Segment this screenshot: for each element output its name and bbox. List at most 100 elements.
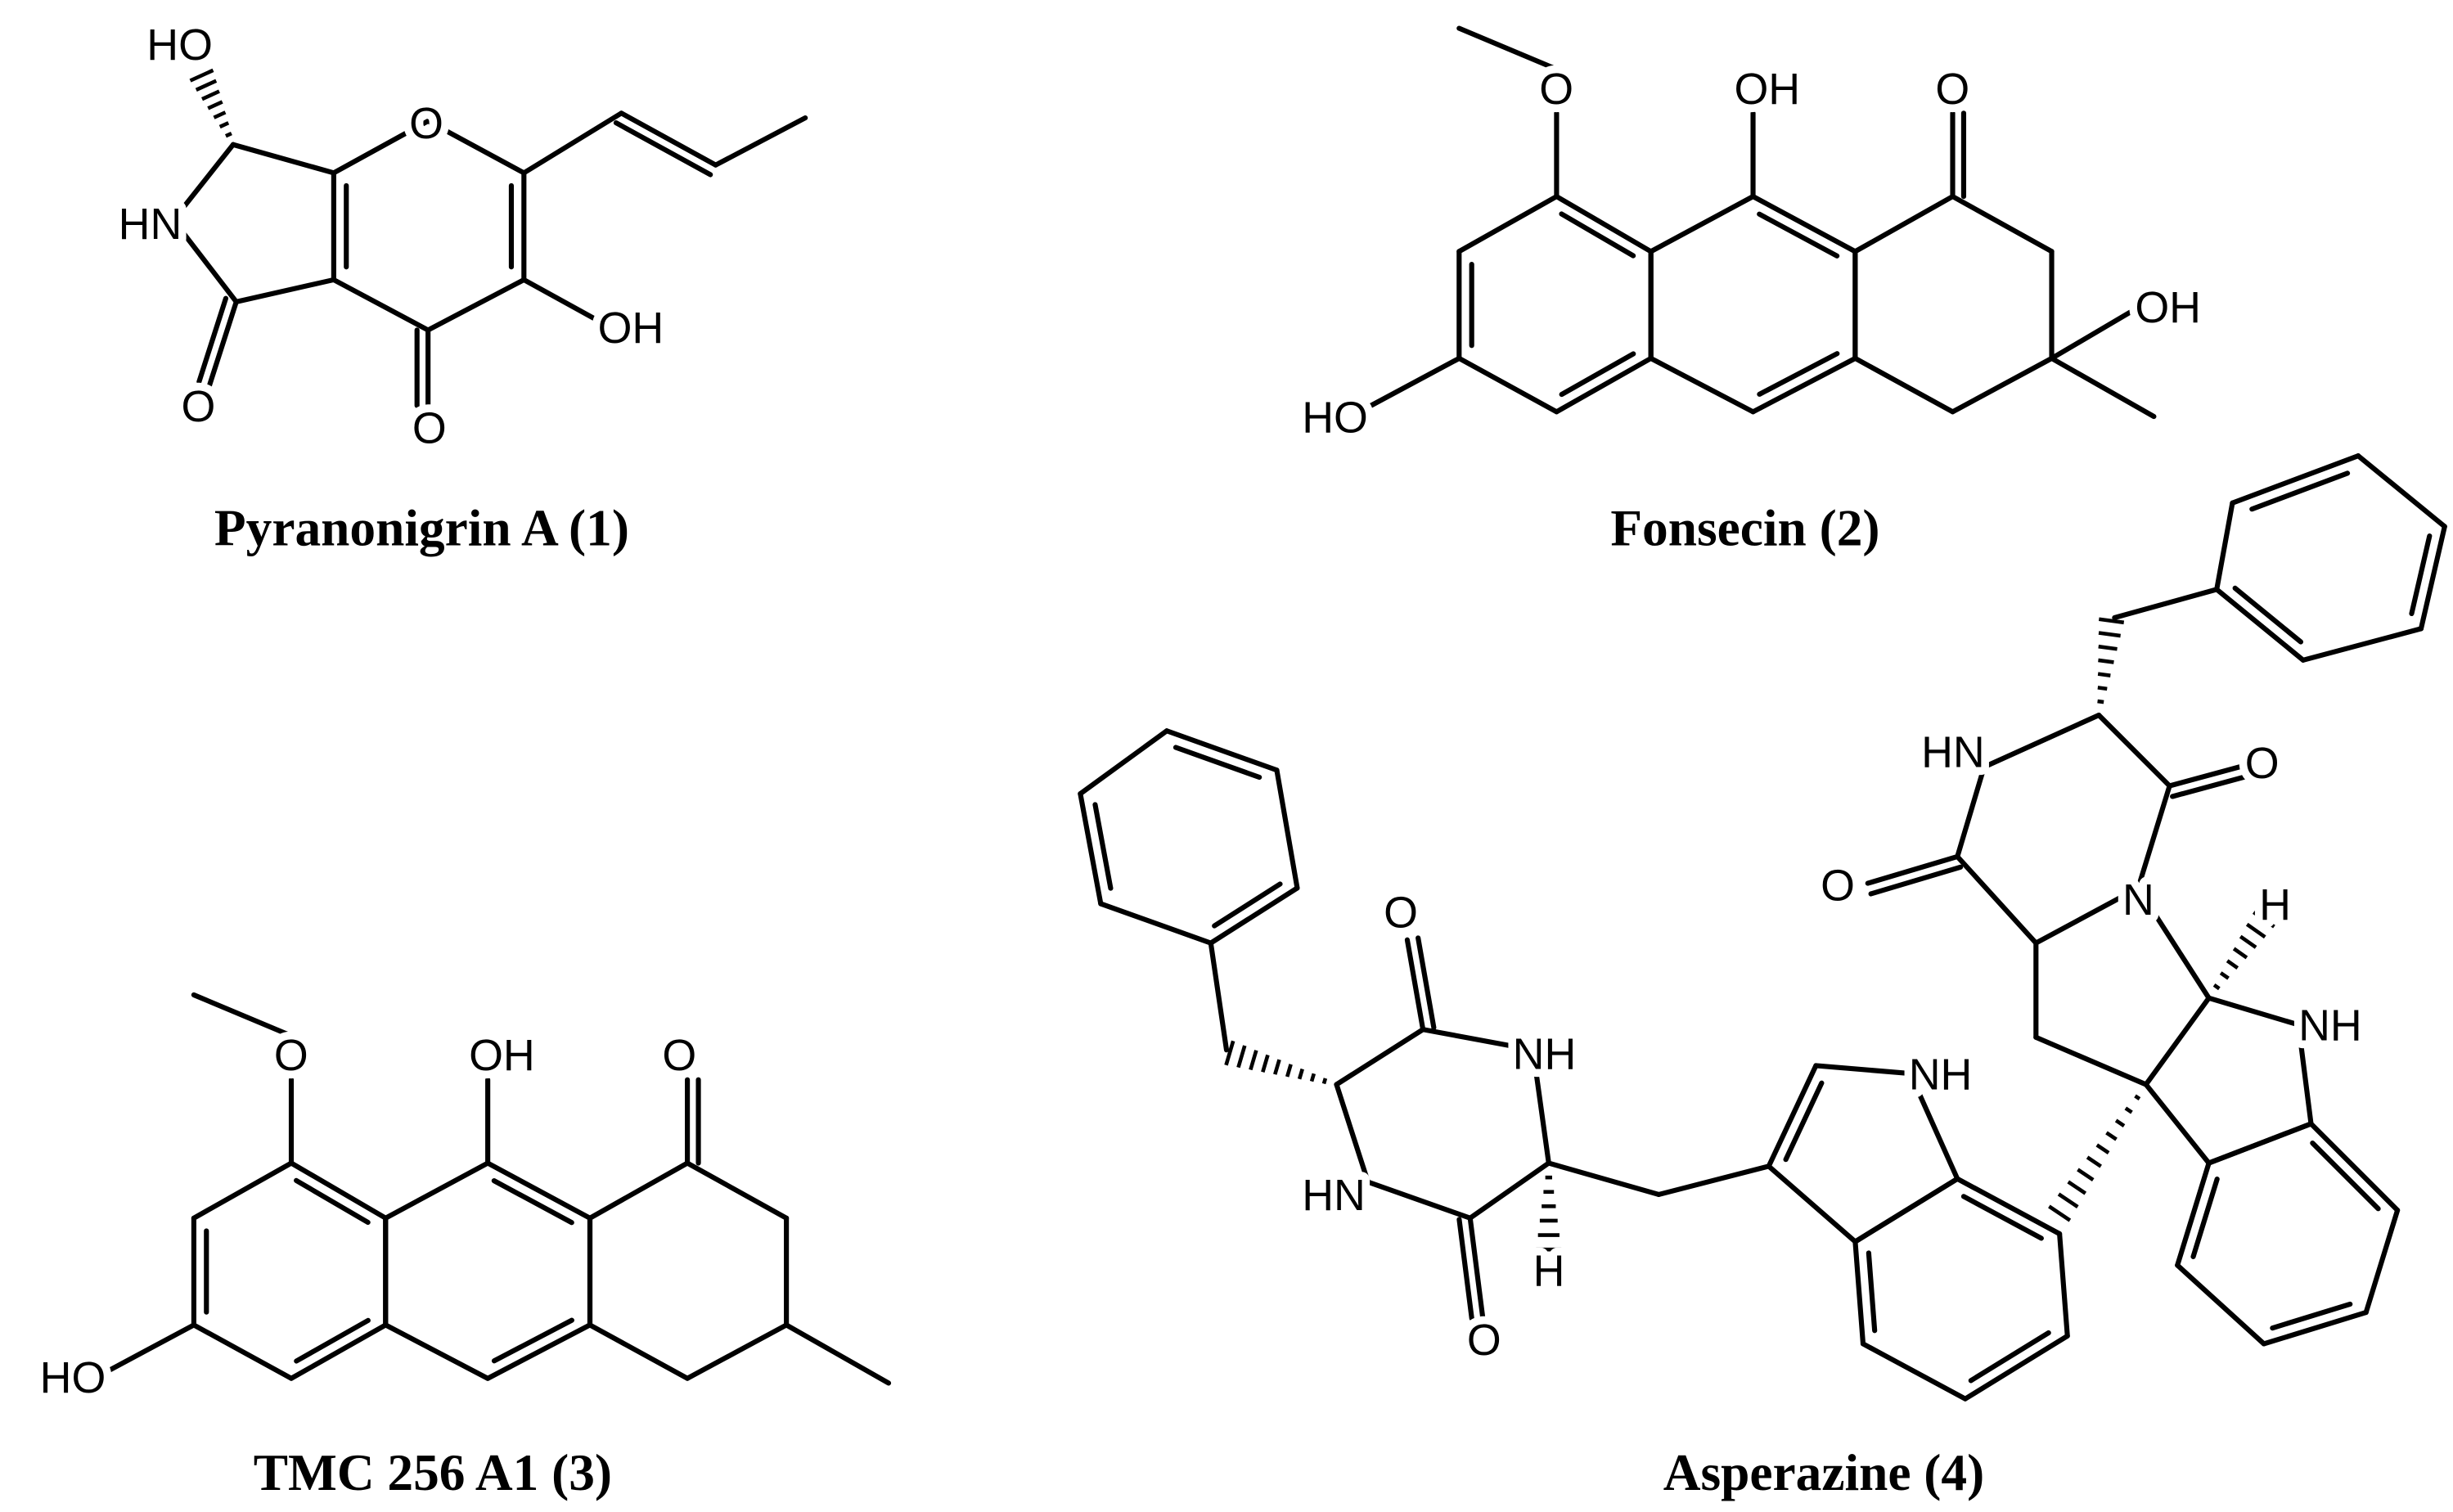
bond: [2249, 470, 2351, 512]
bond: [2033, 1034, 2149, 1087]
atom-label: H: [1533, 1246, 1565, 1295]
bond: [1968, 1330, 2051, 1384]
atom-label: H: [2259, 880, 2291, 929]
bond: [1208, 940, 1230, 1053]
hashed-bond-segment: [189, 68, 214, 83]
hashed-bond-segment: [2114, 1118, 2126, 1127]
bond: [383, 1322, 491, 1381]
bond: [1950, 194, 2055, 254]
hashed-bond-segment: [2134, 1094, 2141, 1100]
bond: [1860, 1341, 1968, 1402]
bond: [331, 118, 431, 176]
bond: [1208, 885, 1300, 946]
bond: [170, 142, 236, 223]
hashed-bond-segment: [207, 100, 223, 110]
bond: [2214, 587, 2306, 663]
bond: [1163, 728, 1280, 773]
bond: [2175, 1160, 2212, 1268]
bond: [491, 1178, 574, 1226]
bond: [2049, 355, 2157, 420]
bond: [1852, 1176, 1960, 1244]
hashed-bond-segment: [1309, 1073, 1317, 1082]
bond: [1456, 355, 1560, 415]
bond: [2175, 1262, 2266, 1347]
bond: [1546, 1160, 1662, 1198]
hashed-bond-segment: [2212, 983, 2221, 991]
hashed-bond-segment: [2239, 934, 2257, 949]
bond: [2190, 1176, 2220, 1260]
hashed-bond-segment: [224, 131, 232, 138]
hashed-bond-segment: [2219, 971, 2230, 980]
bond: [425, 118, 527, 176]
bond: [2049, 308, 2135, 362]
hashed-bond-segment: [1249, 1050, 1258, 1071]
bond: [2112, 587, 2220, 621]
hashed-bond-segment: [2097, 699, 2104, 704]
bond: [1456, 194, 1560, 254]
bond: [2261, 1309, 2369, 1347]
hashed-bond-segment: [2098, 631, 2121, 638]
bond: [1365, 1179, 1473, 1221]
atom-label: NH: [2298, 1001, 2362, 1051]
hashed-bond-segment: [201, 89, 220, 101]
bond: [613, 120, 713, 178]
bond: [1456, 1217, 1474, 1321]
bond: [425, 277, 527, 333]
bond: [1656, 1163, 1771, 1198]
bond: [1750, 194, 1858, 254]
bond: [1334, 1027, 1426, 1087]
bond: [1274, 767, 1300, 891]
atom-label: HN: [1921, 727, 1985, 776]
hashed-bond-segment: [1273, 1059, 1281, 1075]
bond: [1766, 1163, 1858, 1244]
hashed-bond-segment: [2057, 1192, 2079, 1208]
hashed-bond-segment: [2098, 617, 2125, 625]
bond: [587, 1160, 691, 1221]
bond: [294, 1317, 371, 1364]
bond: [2167, 763, 2248, 789]
hashed-bond-segment: [2098, 658, 2114, 664]
bond: [2170, 773, 2251, 799]
hashed-bond-segment: [195, 79, 218, 92]
bond: [294, 1177, 371, 1226]
atom-label: O: [409, 99, 443, 148]
bond: [170, 217, 239, 304]
bond: [191, 1322, 295, 1381]
atom-label: O: [182, 382, 216, 431]
bond: [230, 142, 336, 176]
bond: [521, 277, 604, 325]
bond: [2096, 712, 2172, 789]
bond: [2033, 885, 2141, 946]
hashed-bond-segment: [1321, 1078, 1328, 1085]
atom-label: O: [2245, 739, 2280, 788]
atom-label: OH: [2135, 283, 2201, 332]
atom-label: O: [1539, 65, 1573, 114]
bond: [2363, 1208, 2401, 1316]
bond: [1078, 791, 1104, 907]
bond: [1907, 1070, 1960, 1181]
bond: [1757, 351, 1840, 397]
bond: [2230, 453, 2361, 506]
atom-label: O: [1384, 888, 1418, 937]
hashed-bond-segment: [2097, 672, 2111, 677]
bond: [1467, 1160, 1551, 1221]
bond: [2136, 783, 2172, 891]
bond: [191, 1160, 295, 1221]
bond: [1098, 901, 1213, 946]
hashed-bond-segment: [1285, 1064, 1293, 1078]
bond: [2270, 1301, 2353, 1331]
hashed-bond-segment: [2098, 644, 2118, 651]
bond: [1962, 1333, 2070, 1402]
hashed-bond-segment: [2252, 911, 2275, 929]
bond: [485, 1160, 593, 1221]
atom-label: OH: [1734, 65, 1800, 114]
atom-label: HN: [119, 200, 182, 249]
hashed-bond-segment: [2124, 1106, 2133, 1114]
bond: [2143, 995, 2212, 1087]
bond: [485, 1322, 593, 1381]
bond: [1950, 355, 2055, 415]
bond: [1852, 194, 1956, 254]
hashed-bond-segment: [2048, 1204, 2072, 1222]
bond: [1648, 194, 1756, 254]
bond: [713, 115, 808, 168]
